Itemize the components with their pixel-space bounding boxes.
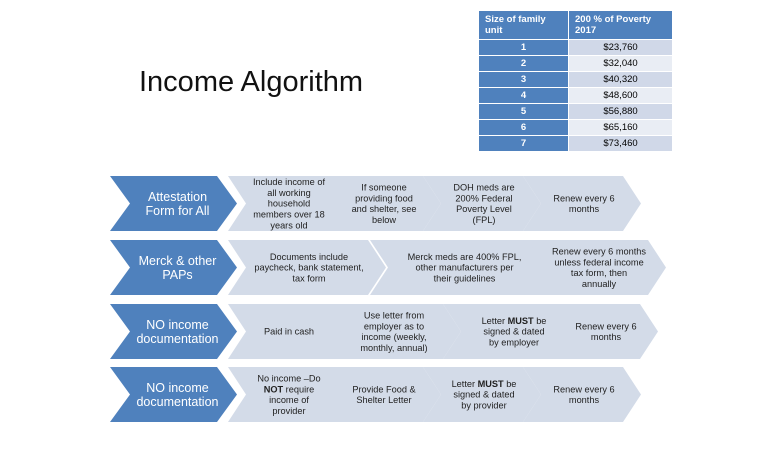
table-row: 6$65,160 [478,119,673,136]
table-row: 4$48,600 [478,87,673,104]
income-cell: $23,760 [568,39,673,56]
table-row: 5$56,880 [478,103,673,120]
row-header-chevron [110,240,237,295]
column-header-family-size: Size of family unit [478,10,569,40]
step-text: Paid in cash [264,327,314,337]
step-chevron [370,240,555,295]
table-row: 2$32,040 [478,55,673,72]
row-header-chevron [110,304,237,359]
poverty-table: Size of family unit 200 % of Poverty 201… [478,10,673,152]
income-cell: $56,880 [568,103,673,120]
step-chevron [228,176,346,231]
income-cell: $48,600 [568,87,673,104]
step-chevron [443,304,581,359]
table-row: 1$23,760 [478,39,673,56]
step-chevron [228,240,386,295]
income-cell: $40,320 [568,71,673,88]
family-size-cell: 4 [478,87,569,104]
step-text: Merck meds are 400% FPL,other manufactur… [408,252,522,284]
step-chevron [423,367,541,422]
family-size-cell: 3 [478,71,569,88]
column-header-poverty-200: 200 % of Poverty 2017 [568,10,673,40]
step-chevron [523,176,641,231]
step-chevron [228,304,346,359]
step-chevron [523,367,641,422]
step-chevron [323,304,461,359]
step-chevron [423,176,541,231]
family-size-cell: 7 [478,135,569,152]
table-row: 7$73,460 [478,135,673,152]
step-chevron [323,367,441,422]
table-header-row: Size of family unit 200 % of Poverty 201… [478,10,673,40]
step-chevron [550,304,658,359]
step-chevron [228,367,346,422]
step-text: Provide Food &Shelter Letter [352,384,415,405]
income-cell: $73,460 [568,135,673,152]
step-chevron [528,240,666,295]
family-size-cell: 6 [478,119,569,136]
income-cell: $65,160 [568,119,673,136]
page-title: Income Algorithm [139,66,364,98]
row-header-chevron [110,367,237,422]
table-row: 3$40,320 [478,71,673,88]
step-chevron [323,176,441,231]
family-size-cell: 5 [478,103,569,120]
family-size-cell: 2 [478,55,569,72]
row-header-chevron [110,176,237,231]
